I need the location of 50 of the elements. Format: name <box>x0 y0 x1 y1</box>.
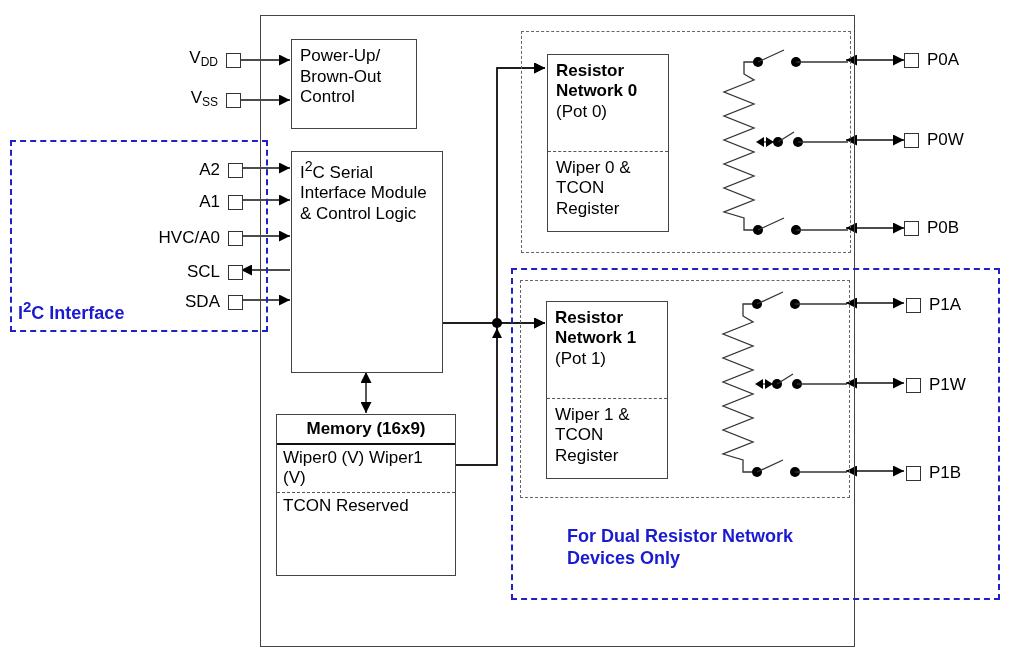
pin-label: P0A <box>927 50 960 70</box>
memory-box <box>276 414 456 576</box>
group-label: For Dual Resistor Network Devices Only <box>567 526 795 570</box>
dashed-group-box <box>10 140 268 332</box>
dashed-region <box>520 280 850 498</box>
arrow <box>845 377 905 389</box>
register-box <box>546 301 668 479</box>
group-label: I$^{2}$C Interface <box>18 298 126 325</box>
arrow <box>845 297 905 309</box>
pin-label: SDA <box>185 292 220 312</box>
arrow <box>240 294 291 306</box>
chip-outline <box>260 15 855 647</box>
pin-label: A1 <box>199 192 220 212</box>
memory-field: Wiper0 (V) Wiper1 (V) <box>277 444 455 493</box>
block-label: I$^{2}$C Serial Interface Module & Control Logic <box>300 158 428 225</box>
arrow <box>240 264 291 276</box>
dashed-region <box>521 31 851 253</box>
pin-label: A2 <box>199 160 220 180</box>
arrow <box>240 230 291 242</box>
arrow <box>240 162 291 174</box>
pin-label: P1A <box>929 295 962 315</box>
arrow <box>845 465 905 477</box>
pin-label: HVC/A0 <box>158 228 220 248</box>
block-box <box>291 151 443 373</box>
block-label: (Pot 0) <box>556 101 609 123</box>
block-label: Wiper 1 & TCON Register <box>555 405 631 467</box>
register-box <box>547 54 669 232</box>
arrow <box>845 134 905 146</box>
block-title: Resistor Network 0 <box>556 61 639 102</box>
block-box <box>291 39 417 129</box>
block-label: (Pot 1) <box>555 348 608 370</box>
arrow <box>240 54 291 66</box>
pin-label: P0W <box>927 130 964 150</box>
pin-label: P1W <box>929 375 966 395</box>
pin-label: SCL <box>186 262 220 282</box>
arrow <box>845 54 905 66</box>
arrow <box>845 222 905 234</box>
pin-label: V$_{SS}$ <box>190 88 218 111</box>
arrow <box>240 194 291 206</box>
pin-label: P1B <box>929 463 962 483</box>
pin-label: V$_{DD}$ <box>189 48 218 71</box>
arrow <box>360 371 372 414</box>
memory-field: TCON Reserved <box>277 492 455 520</box>
memory-header: Memory (16x9) <box>277 415 455 445</box>
arrow <box>454 317 546 466</box>
arrow <box>240 94 291 106</box>
block-label: Wiper 0 & TCON Register <box>556 158 632 220</box>
pin-label: P0B <box>927 218 960 238</box>
block-label: Power-Up/ Brown-Out Control <box>300 46 383 109</box>
block-title: Resistor Network 1 <box>555 308 638 349</box>
